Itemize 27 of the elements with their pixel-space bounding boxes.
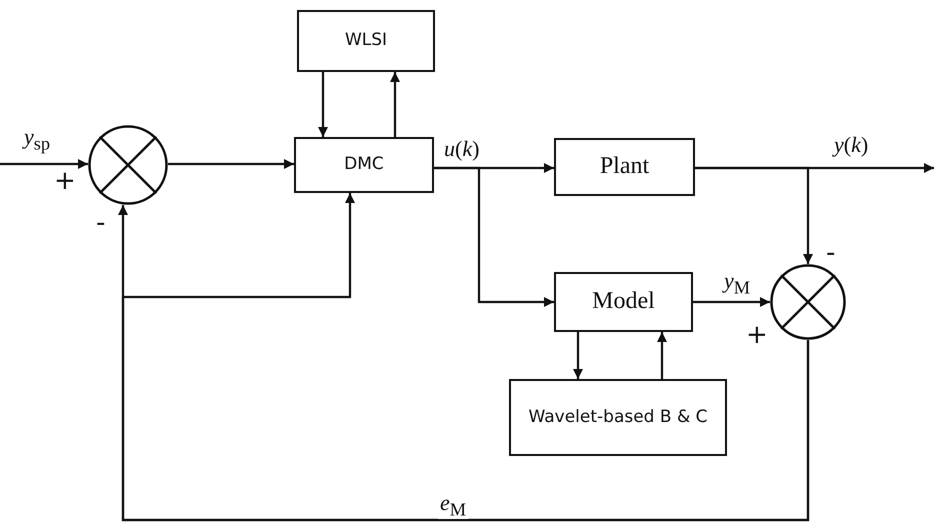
sign-label: - xyxy=(826,240,836,266)
signal-arrow xyxy=(573,332,583,379)
process-box xyxy=(509,379,727,456)
process-box xyxy=(294,137,434,193)
block-label: DMC xyxy=(344,155,384,175)
signal-arrow xyxy=(657,332,667,379)
sign-label: - xyxy=(96,210,106,236)
signal-arrow xyxy=(693,297,770,307)
signal-label: y(k) xyxy=(832,134,870,156)
sign-label: + xyxy=(54,168,76,194)
block-label: WLSI xyxy=(344,31,388,51)
block-label: Wavelet-based B & C xyxy=(528,408,708,428)
signal-arrow xyxy=(168,159,294,169)
signal-arrow xyxy=(695,166,813,264)
process-box xyxy=(297,10,435,72)
block-label: Model xyxy=(592,288,655,316)
summing-junction xyxy=(88,125,168,205)
signal-arrow xyxy=(434,166,554,307)
signal-label: u(k) xyxy=(442,138,482,160)
block-label: Plant xyxy=(600,153,650,181)
process-box xyxy=(554,272,693,332)
process-box xyxy=(554,138,695,196)
summing-junction xyxy=(770,264,846,340)
signal-arrow xyxy=(318,72,328,137)
sign-label: + xyxy=(746,322,768,348)
signal-arrow xyxy=(390,72,400,137)
signal-arrow xyxy=(0,159,88,169)
